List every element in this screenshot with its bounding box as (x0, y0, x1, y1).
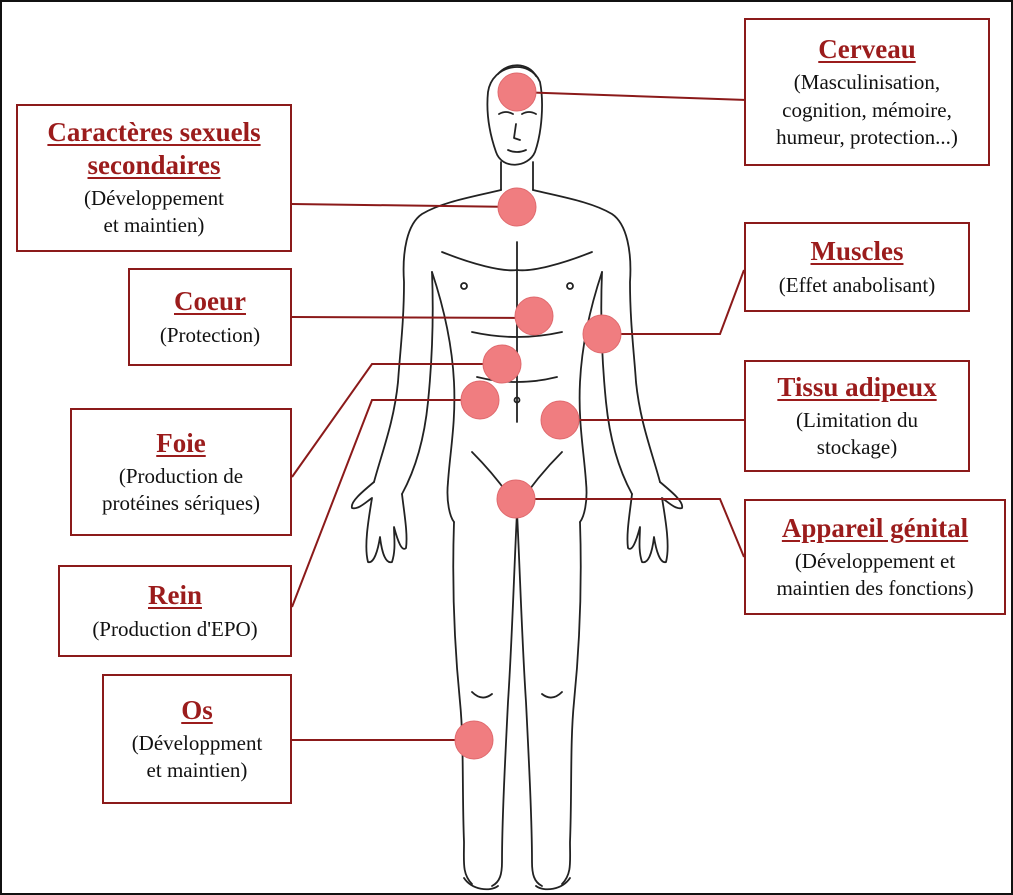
label-box-foie: Foie (Production de protéines sériques) (70, 408, 292, 536)
label-title: Os (181, 694, 213, 726)
label-box-coeur: Coeur (Protection) (128, 268, 292, 366)
label-box-rein: Rein (Production d'EPO) (58, 565, 292, 657)
label-title: Caractères sexuels secondaires (47, 116, 260, 181)
marker-brain (498, 73, 536, 111)
label-desc: (Développment et maintien) (132, 730, 263, 785)
marker-throat (498, 188, 536, 226)
right-hand-outline (627, 482, 682, 562)
marker-liver (483, 345, 521, 383)
marker-heart (515, 297, 553, 335)
connector-coeur (292, 317, 534, 318)
marker-genital (497, 480, 535, 518)
marker-adipose (541, 401, 579, 439)
label-desc: (Production d'EPO) (92, 616, 257, 643)
connector-rein (292, 400, 480, 607)
label-desc: (Développement et maintien) (84, 185, 224, 240)
label-desc: (Effet anabolisant) (779, 272, 935, 299)
label-box-muscles: Muscles (Effet anabolisant) (744, 222, 970, 312)
label-title: Tissu adipeux (777, 371, 936, 403)
label-desc: (Masculinisation, cognition, mémoire, hu… (776, 69, 958, 151)
marker-kidney (461, 381, 499, 419)
label-desc: (Limitation du stockage) (796, 407, 918, 462)
label-title: Coeur (174, 285, 246, 317)
label-box-os: Os (Développment et maintien) (102, 674, 292, 804)
connector-cerveau (517, 92, 747, 100)
connector-foie (292, 364, 500, 477)
label-box-cerveau: Cerveau (Masculinisation, cognition, mém… (744, 18, 990, 166)
target-markers (455, 73, 621, 759)
connector-caracteres (292, 204, 517, 207)
label-desc: (Développement et maintien des fonctions… (776, 548, 973, 603)
marker-arm-muscle (583, 315, 621, 353)
connector-muscles (602, 270, 744, 334)
marker-bone (455, 721, 493, 759)
label-box-appareil: Appareil génital (Développement et maint… (744, 499, 1006, 615)
label-title: Cerveau (818, 33, 915, 65)
label-box-caracteres: Caractères sexuels secondaires (Développ… (16, 104, 292, 252)
label-title: Foie (156, 427, 205, 459)
label-box-tissu: Tissu adipeux (Limitation du stockage) (744, 360, 970, 472)
label-title: Appareil génital (782, 512, 968, 544)
legs-outline (453, 512, 581, 886)
label-title: Rein (148, 579, 202, 611)
label-desc: (Protection) (160, 322, 260, 349)
label-desc: (Production de protéines sériques) (102, 463, 260, 518)
label-title: Muscles (811, 235, 904, 267)
left-hand-outline (352, 482, 407, 562)
